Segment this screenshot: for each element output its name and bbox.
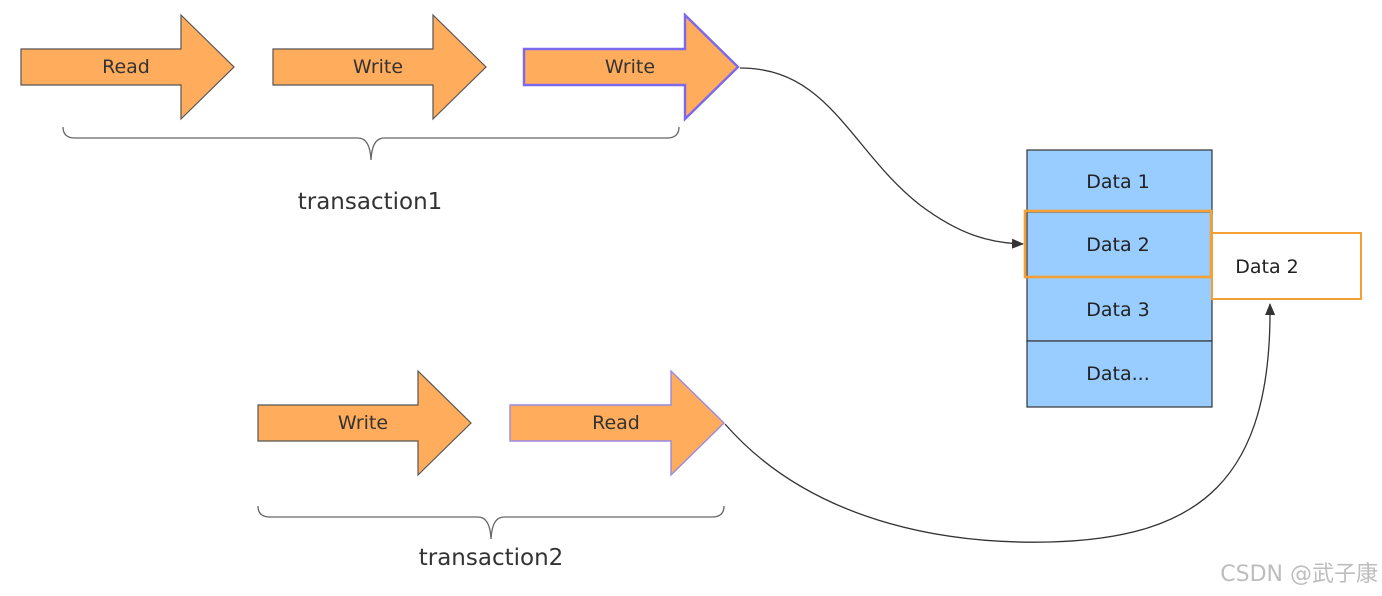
data-cell-1 (1026, 149, 1213, 213)
transaction1-label: transaction1 (298, 189, 443, 215)
data-cell-label: Data 3 (1086, 299, 1150, 321)
watermark: CSDN @武子康 (1220, 562, 1378, 587)
transaction2-step-write-arrow: Write (257, 369, 472, 477)
step-label: Write (338, 412, 388, 434)
transaction1-step-write-arrow: Write (272, 13, 487, 121)
step-label: Write (605, 56, 655, 78)
read-from-data-2-copy-connector (724, 303, 1276, 543)
data-cell-label: Data 1 (1086, 171, 1150, 193)
data-2-copy-label: Data 2 (1235, 256, 1299, 278)
data-store: Data 1 Data 2 Data 3 Data... (1023, 149, 1213, 408)
data-cell-label: Data 2 (1086, 234, 1150, 256)
data-cell-label: Data... (1086, 363, 1150, 385)
transaction1-step-read-arrow: Read (20, 13, 235, 121)
write-to-data-2-connector (739, 67, 1024, 249)
step-label: Read (102, 56, 150, 78)
step-label: Write (353, 56, 403, 78)
transaction2-step-read-arrow: Read (509, 369, 725, 477)
transaction2-brace (257, 505, 725, 540)
data-cell-2 (1026, 211, 1213, 278)
data-cell-more (1026, 340, 1213, 408)
transaction1-step-write-highlighted-arrow: Write (522, 12, 740, 122)
transaction1-brace (62, 126, 680, 161)
data-2-copy-box (1211, 232, 1362, 300)
step-label: Read (592, 412, 640, 434)
transaction2-label: transaction2 (419, 545, 564, 571)
